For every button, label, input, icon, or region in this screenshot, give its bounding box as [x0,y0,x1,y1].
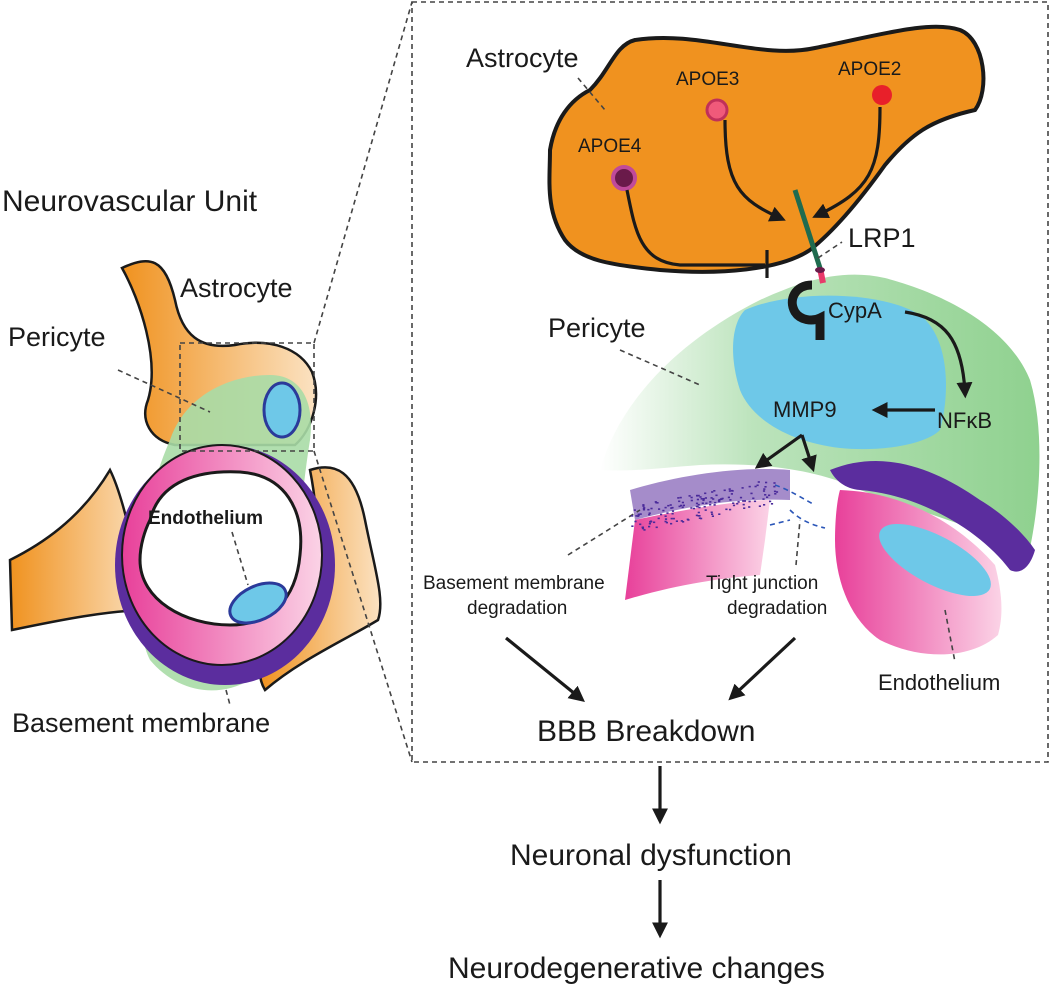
lrp1-receptor [792,189,823,269]
left-endothelial-nucleus [228,581,288,625]
bbb-breakdown-label: BBB Breakdown [537,715,755,748]
lrp1-leader [817,241,843,259]
lrp1-label: LRP1 [848,223,916,253]
zoom-pericyte-label: Pericyte [548,313,646,343]
zoom-endothelium-left [625,500,770,600]
left-basement-membrane-label: Basement membrane [12,708,270,738]
left-astrocyte-label: Astrocyte [180,273,293,303]
zoom-bm-right [830,461,1035,572]
apoe3-label: APOE3 [676,69,739,90]
apoe4-label: APOE4 [578,136,642,157]
mmp9-to-bm-arrow [754,433,803,469]
apoe2-dot [872,85,892,105]
zoom-pericyte-leader [619,349,701,386]
nfkb-label: NFκB [937,408,992,433]
neuronal-dysfunction-label: Neuronal dysfunction [510,839,792,872]
mmp9-label: MMP9 [773,397,837,422]
endothelium-leader [231,531,249,586]
apoe3-dot [705,98,729,122]
left-pericyte-label: Pericyte [8,322,106,352]
zoom-connector-top [313,1,413,344]
zoom-astrocyte-label: Astrocyte [466,43,579,73]
zoom-panel: Astrocyte APOE4 APOE3 APOE2 LRP1 Pericyt… [411,1,1049,763]
zoom-connector-bottom [313,450,413,763]
pericyte-leader [117,369,211,413]
zoom-endothelium-label: Endothelium [878,670,1000,695]
left-pericyte-nucleus [262,381,302,439]
neurodegenerative-changes-label: Neurodegenerative changes [448,952,825,985]
bm-degradation-leader [567,509,641,556]
apoe3-arrow [723,119,786,222]
bm-degradation-label-1: Basement membrane [423,573,605,594]
mmp9-to-tj-arrow [800,434,817,473]
tight-junction-fragments [769,484,826,529]
bm-degradation-speckles [631,481,779,531]
zoom-endothelial-nucleus [879,523,991,597]
tj-to-bbb-arrow [728,636,797,701]
zoom-panel-frame [411,1,1049,763]
bm-to-bbb-arrow [504,636,585,703]
bm-leader [225,689,231,706]
zoom-astrocyte-leader [577,77,606,111]
left-neurovascular-unit: Neurovascular Unit Astrocyte Pericyte En… [2,185,382,738]
tj-degradation-label-1: Tight junction [706,573,818,594]
cypa-label: CypA [828,298,882,323]
neurovascular-unit-title: Neurovascular Unit [2,185,258,218]
lrp1-anchor [815,267,825,273]
apoe4-dot [611,165,637,191]
apoe2-arrow [812,106,882,219]
left-endothelium-label: Endothelium [148,508,263,529]
bm-degradation-label-2: degradation [467,598,567,619]
zoom-bm-degraded [630,469,790,520]
tj-degradation-leader [795,519,801,566]
apoe4-inhibition-line [625,189,765,267]
cypa-to-nfkb-arrow [904,310,973,399]
left-zoom-box [179,342,315,452]
cypa-bracket [787,280,825,340]
tj-degradation-label-2: degradation [727,598,827,619]
apoe2-label: APOE2 [838,59,901,80]
